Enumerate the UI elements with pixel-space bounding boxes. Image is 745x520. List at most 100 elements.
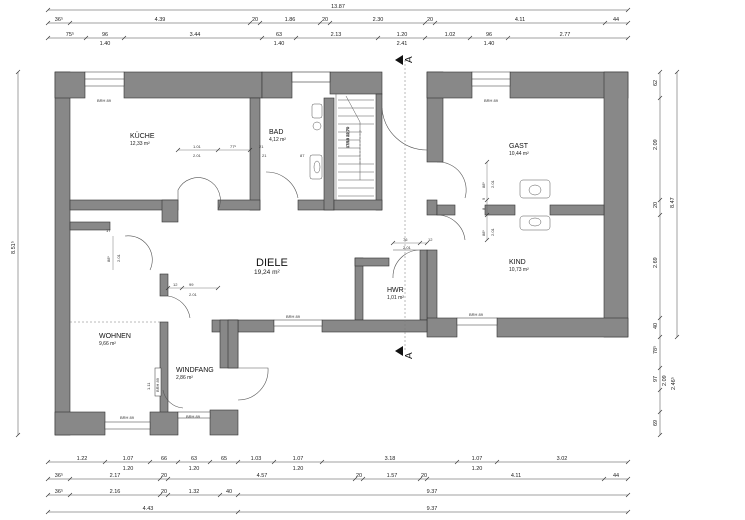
dim-right-e: 40 <box>653 323 659 329</box>
room-wohnen-name: WOHNEN <box>99 333 131 340</box>
dim-top1-b: 4.39 <box>155 17 166 23</box>
dim-bot3-f: 9.37 <box>427 489 438 495</box>
walls <box>54 71 629 436</box>
room-bad-name: BAD <box>269 129 283 136</box>
dim-right-a: 62 <box>653 80 659 86</box>
dim-bot1-h: 3.18 <box>385 456 396 462</box>
side-dimensions: 8.51⁵ 62 2.09 20 2.69 40 78⁵ 97 2.09 2.4… <box>10 69 680 438</box>
fixtures <box>309 103 551 231</box>
room-bad-area: 4,12 m² <box>269 137 286 143</box>
dim-right-c: 20 <box>653 202 659 208</box>
dim-right-g: 97 <box>653 376 659 382</box>
dim-bot1-j: 3.02 <box>557 456 568 462</box>
idim-gast-s2: 8 <box>481 207 486 210</box>
dim-bot2-f: 1.57 <box>387 473 398 479</box>
dim-top2-b: 96 <box>102 32 108 38</box>
dim-bot1-g: 1.07 <box>293 456 304 462</box>
section-markers: A A <box>395 55 415 359</box>
dim-bot4-a: 4.43 <box>143 506 154 512</box>
idim-wohnen-v1: 88⁵ <box>106 256 111 262</box>
dim-bot2-b: 2.17 <box>110 473 121 479</box>
brh-windfang-side: BRH 89 <box>155 377 160 392</box>
dim-bot1-c: 66 <box>161 456 167 462</box>
room-gast-area: 10,44 m² <box>509 151 529 157</box>
dim-right-d: 2.69 <box>653 257 659 268</box>
idim-gast-v2: 2.01 <box>490 179 495 188</box>
dim-bot1-e: 65 <box>221 456 227 462</box>
idim-diele-2: 99 <box>189 282 194 287</box>
dim-bot3-b: 2.16 <box>110 489 121 495</box>
room-kind-name: KIND <box>509 259 526 266</box>
dim-right-f: 78⁵ <box>652 346 659 354</box>
dim-bot1-sub-b: 1.20 <box>189 466 200 472</box>
dim-bot1-sub-c: 1.20 <box>293 466 304 472</box>
idim-gast-v1: 88⁵ <box>481 182 486 188</box>
dim-bot1-sub-a: 1.20 <box>123 466 134 472</box>
dim-top2-f: 1.20 <box>397 32 408 38</box>
dim-bot2-e: 20 <box>356 473 362 479</box>
room-windfang-area: 2,86 m² <box>176 375 193 381</box>
dim-bot2-i: 44 <box>613 473 619 479</box>
dashed-lines <box>70 60 406 350</box>
stairs: 17/18 22,70 <box>335 94 374 200</box>
brh-kueche: BRH 89 <box>97 98 112 103</box>
idim-kind-v1: 88⁵ <box>481 230 486 236</box>
room-diele-area: 19,24 m² <box>254 269 280 276</box>
dim-top2-h: 96 <box>486 32 492 38</box>
room-kueche-name: KÜCHE <box>130 132 155 140</box>
dim-top1-e: 20 <box>322 17 328 23</box>
dim-bot2-h: 4.11 <box>511 473 521 479</box>
brh-gast: BRH 89 <box>484 98 499 103</box>
dim-top2-d: 63 <box>276 32 282 38</box>
stair-label: 17/18 22,70 <box>345 126 350 148</box>
idim-hwr-1: 76 <box>403 237 408 242</box>
section-marker-top: A <box>404 56 415 63</box>
dim-bot1-b: 1.07 <box>123 456 134 462</box>
dim-right-b: 2.09 <box>653 139 659 150</box>
idim-kueche-s: 77⁵ <box>230 144 236 149</box>
bottom-dimensions: 1.22 1.07 66 63 65 1.03 1.07 3.18 1.07 3… <box>45 456 631 515</box>
dim-bot3-a: 36⁵ <box>55 488 63 495</box>
room-windfang-name: WINDFANG <box>176 367 214 374</box>
dim-top2-g: 1.02 <box>445 32 456 38</box>
dim-top2-a: 75⁵ <box>66 31 74 38</box>
dim-right-j: 69 <box>653 420 659 426</box>
idim-hwr-2: 12 <box>428 237 433 242</box>
dim-bot3-c: 20 <box>161 489 167 495</box>
idim-bad-s: 21 <box>259 144 264 149</box>
idim-diele-1: 12 <box>173 282 178 287</box>
idim-kind-v2: 2.01 <box>490 227 495 236</box>
dim-right-i: 2.46⁵ <box>670 377 677 390</box>
dim-bot1-i: 1.07 <box>472 456 483 462</box>
idim-gast-s: 9 <box>481 197 486 200</box>
room-kueche-area: 12,33 m² <box>130 141 150 147</box>
dim-bot2-c: 20 <box>161 473 167 479</box>
dim-bot2-d: 4.57 <box>257 473 268 479</box>
dim-bot3-e: 40 <box>226 489 232 495</box>
dim-top2-sub-c: 2.41 <box>397 41 408 47</box>
interior-dimensions: 1.01 2.01 77⁵ 21 12 99 2.01 88⁵ 2.01 17 … <box>106 144 495 390</box>
idim-stair-a: 21 <box>262 153 267 158</box>
dim-right-overall: 8.47 <box>670 197 676 208</box>
dim-top2-e: 2.13 <box>331 32 342 38</box>
room-labels: KÜCHE 12,33 m² BAD 4,12 m² GAST 10,44 m²… <box>99 129 529 381</box>
dim-top1-a: 36⁵ <box>55 16 63 23</box>
section-marker-bottom: A <box>404 352 415 359</box>
idim-wf-v: 1.11 <box>146 382 151 390</box>
dim-top2-sub-d: 1.40 <box>484 41 495 47</box>
dim-top2-sub-b: 1.40 <box>274 41 285 47</box>
dim-bot2-g: 20 <box>421 473 427 479</box>
idim-diele-3: 2.01 <box>189 292 198 297</box>
brh-wohnen: BRH 89 <box>120 415 135 420</box>
idim-kueche-w2: 2.01 <box>193 153 202 158</box>
room-hwr-area: 1,01 m² <box>387 295 404 301</box>
top-dimensions: 13.87 36⁵ 4.39 20 1.86 20 2.30 20 4.11 4… <box>45 4 631 47</box>
dim-top1-c: 20 <box>252 17 258 23</box>
dim-top1-d: 1.86 <box>285 17 296 23</box>
room-hwr-name: HWR <box>387 287 404 294</box>
dim-top1-h: 4.11 <box>515 17 525 23</box>
dim-bot2-a: 36⁵ <box>55 472 63 479</box>
idim-stair-b: 87 <box>300 153 305 158</box>
dim-top1-g: 20 <box>427 17 433 23</box>
